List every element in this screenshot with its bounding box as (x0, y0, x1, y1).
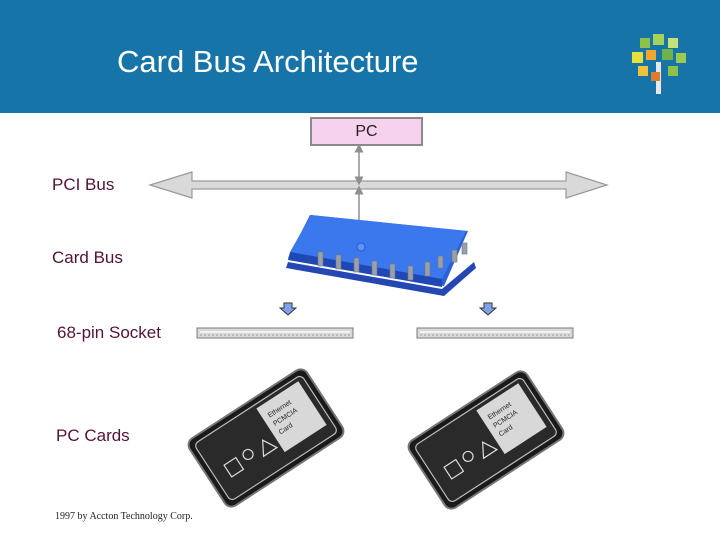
pci-bus-arrow (147, 171, 609, 199)
pc-card-left: Ethernet PCMCIA Card (187, 368, 345, 508)
socket-left (196, 327, 354, 339)
tree-logo-icon (632, 34, 686, 94)
cardbus-bridge-chip (286, 215, 476, 296)
pc-card-right: Ethernet PCMCIA Card (407, 370, 565, 510)
socket-right (416, 327, 574, 339)
slide-title: Card Bus Architecture (117, 44, 419, 79)
pc-node: PC (310, 117, 423, 146)
pci-bus-label: PCI Bus (52, 175, 115, 194)
socket-arrow-left (278, 302, 298, 316)
header-bar (0, 0, 720, 113)
copyright-footer: 1997 by Accton Technology Corp. (55, 511, 193, 522)
socket-arrow-right (478, 302, 498, 316)
socket-label: 68-pin Socket (57, 323, 161, 342)
pc-cards-label: PC Cards (56, 426, 130, 445)
card-bus-label: Card Bus (52, 248, 123, 267)
